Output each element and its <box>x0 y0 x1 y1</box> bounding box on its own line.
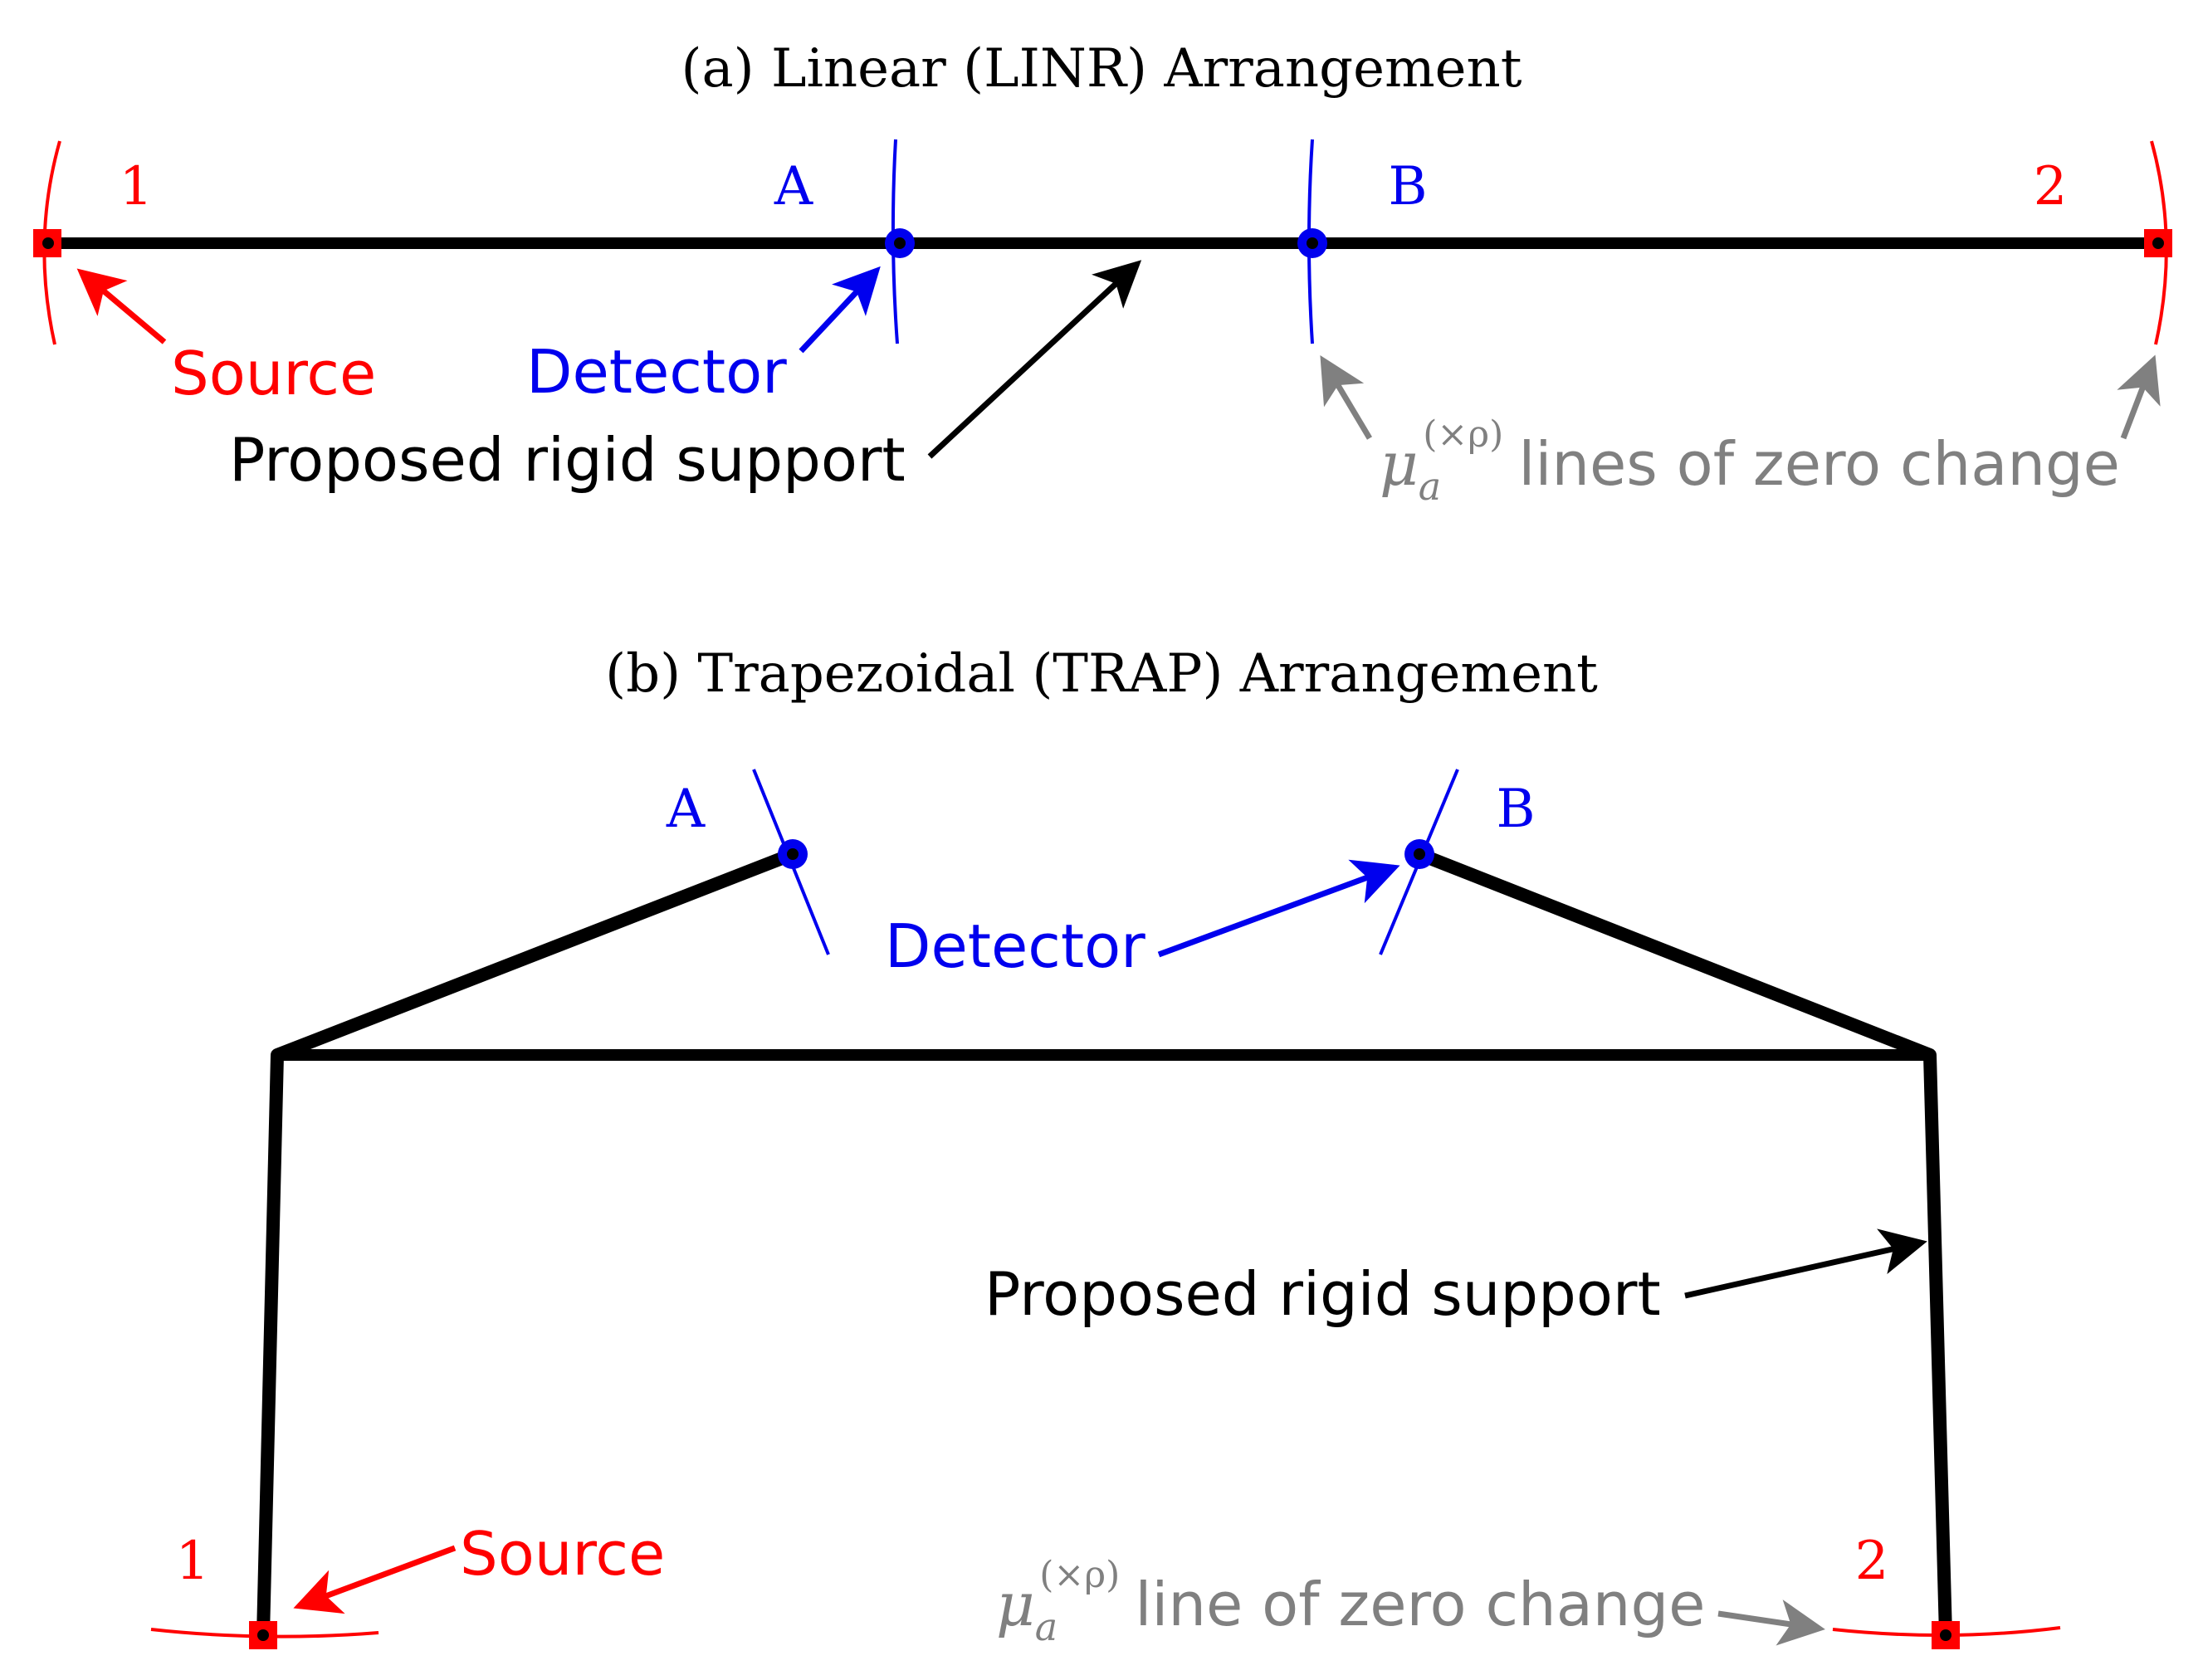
source-label-b: Source <box>460 1519 665 1589</box>
source-1-number: 1 <box>120 156 154 217</box>
panel-a: (a) Linear (LINR) Arrangement 1 2 A B So… <box>33 38 2172 509</box>
support-label-b: Proposed rigid support <box>984 1259 1661 1329</box>
zero-change-label-a: μa(×ρ)lines of zero change <box>1380 413 2120 509</box>
source-arrow-b <box>293 1545 457 1614</box>
source-marker-2-dot <box>2152 237 2164 249</box>
rigid-support-b-left <box>256 847 799 1642</box>
detector-marker-b-dot <box>1307 237 1318 249</box>
detector-marker-a-b-dot <box>787 848 799 860</box>
detector-b-letter-b: B <box>1496 779 1535 840</box>
rigid-support-b-right <box>1413 847 1952 1642</box>
source-marker-1-dot <box>42 237 54 249</box>
detector-a-letter-b: A <box>666 779 706 840</box>
detector-label-a: Detector <box>526 337 787 407</box>
detector-marker-a-dot <box>894 237 906 249</box>
source-marker-1-b-dot <box>257 1629 269 1641</box>
panel-b-title: (b) Trapezoidal (TRAP) Arrangement <box>605 643 1598 705</box>
source-label-a: Source <box>171 339 376 408</box>
source-2-number: 2 <box>2034 156 2068 217</box>
zero-change-arrow-b <box>1717 1599 1825 1646</box>
support-label-a: Proposed rigid support <box>229 425 906 495</box>
detector-b-letter: B <box>1388 156 1427 217</box>
source-2-number-b: 2 <box>1855 1531 1889 1592</box>
support-arrow-b <box>1684 1228 1927 1299</box>
detector-marker-b-b-dot <box>1414 848 1425 860</box>
detector-label-b: Detector <box>885 911 1145 981</box>
panel-b: (b) Trapezoidal (TRAP) Arrangement 1 2 A… <box>150 643 2061 1649</box>
zero-change-arrow-a-left <box>1320 354 1373 440</box>
detector-a-letter: A <box>774 156 813 217</box>
panel-a-title: (a) Linear (LINR) Arrangement <box>681 38 1522 100</box>
detector-arrow-b <box>1157 859 1400 958</box>
zero-change-arrow-a-right <box>2117 354 2161 440</box>
zero-change-label-b: μa(×ρ)line of zero change <box>996 1554 1705 1649</box>
source-1-number-b: 1 <box>176 1531 210 1592</box>
support-arrow-a <box>927 260 1142 459</box>
detector-arrow-a <box>799 266 881 354</box>
source-marker-2-b-dot <box>1940 1629 1951 1641</box>
source-arrow-a <box>76 268 167 344</box>
